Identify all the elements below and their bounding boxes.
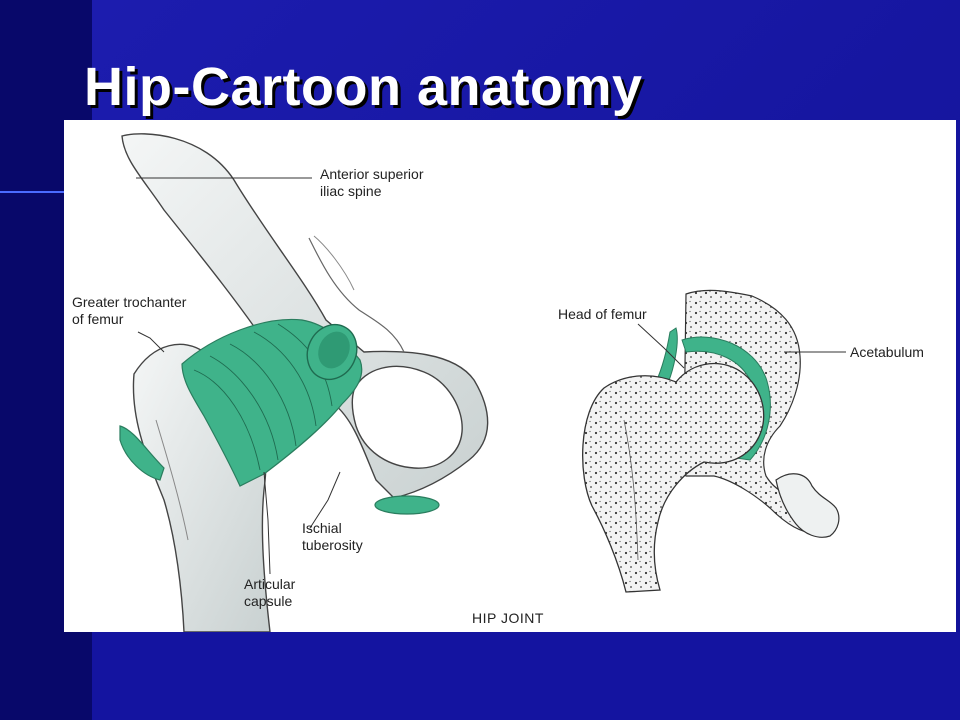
label-head-of-femur: Head of femur xyxy=(558,306,647,322)
hip-joint-drawing xyxy=(119,133,846,632)
hip-joint-illustration: Anterior superior iliac spine Greater tr… xyxy=(64,120,956,632)
acetabular-lip-pad xyxy=(306,323,358,381)
slide-accent-line xyxy=(0,191,70,193)
trochanter-pad xyxy=(119,425,165,481)
label-anterior-superior-iliac-spine: Anterior superior iliac spine xyxy=(320,166,424,199)
obturator-ring xyxy=(351,365,463,469)
femur-section xyxy=(582,362,765,593)
label-articular-capsule: Articular capsule xyxy=(244,576,296,609)
label-ischial-tuberosity: Ischial tuberosity xyxy=(302,520,363,553)
leader-lines-right xyxy=(637,323,846,369)
label-acetabulum: Acetabulum xyxy=(850,344,924,360)
slide-bottom-band xyxy=(0,632,960,720)
figure-caption: HIP JOINT xyxy=(472,610,544,626)
ischium-section xyxy=(775,473,840,538)
ischial-tuberosity-pad xyxy=(374,495,440,515)
label-greater-trochanter: Greater trochanter of femur xyxy=(72,294,187,327)
slide-title: Hip-Cartoon anatomy xyxy=(84,57,643,117)
leader-lines-left xyxy=(136,177,341,575)
